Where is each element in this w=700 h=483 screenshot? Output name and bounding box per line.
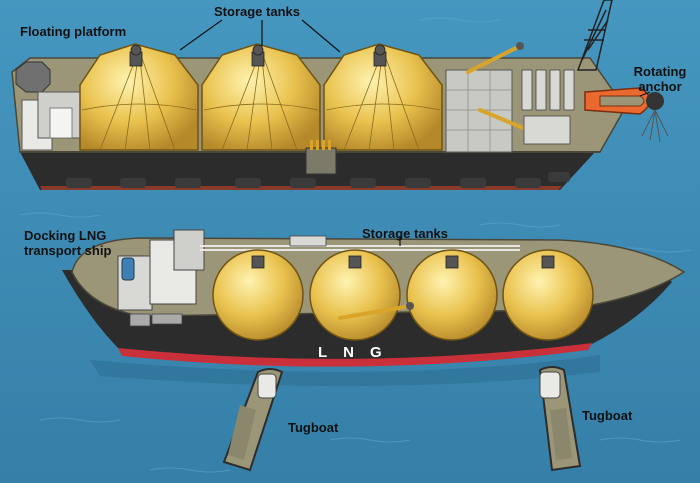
tugboat-right-graphic — [538, 366, 582, 472]
ship-tank-4 — [502, 249, 594, 341]
ship-tank-1 — [212, 249, 304, 341]
platform-manifold — [305, 140, 337, 175]
label-docking-ship-line2: transport ship — [24, 243, 112, 258]
label-storage-tanks-ship: Storage tanks — [362, 226, 448, 241]
ship-tank-3 — [406, 249, 498, 341]
rotating-anchor — [584, 87, 669, 143]
label-tugboat-right: Tugboat — [582, 408, 633, 423]
label-docking-ship-line1: Docking LNG — [24, 228, 107, 243]
helipad — [15, 61, 51, 93]
label-storage-tanks-platform: Storage tanks — [214, 4, 300, 19]
derrick-tower — [576, 0, 613, 71]
tugboat-left-graphic — [222, 368, 284, 472]
platform-equipment — [521, 69, 575, 145]
platform-storage-tanks — [79, 43, 443, 151]
label-floating-platform: Floating platform — [20, 24, 127, 39]
ship-storage-tanks — [212, 249, 594, 341]
label-rotating-anchor-line2: anchor — [638, 79, 682, 94]
platform-tank-3 — [323, 43, 443, 151]
leader-lines — [179, 19, 651, 246]
label-tugboat-left: Tugboat — [288, 420, 339, 435]
platform-pontoons — [66, 172, 570, 188]
platform-tank-2 — [201, 43, 321, 151]
label-rotating-anchor-line1: Rotating — [633, 64, 687, 79]
hull-lng-text: LNG — [318, 344, 398, 361]
floating-platform — [11, 0, 669, 190]
ship-tank-2 — [309, 249, 401, 341]
lng-ship — [62, 229, 686, 387]
platform-tank-1 — [79, 43, 199, 151]
label-rotating-anchor: Rotating anchor — [625, 64, 695, 94]
label-docking-ship: Docking LNG transport ship — [24, 228, 144, 258]
ship-funnel — [121, 257, 135, 281]
platform-cranes — [466, 44, 530, 132]
ship-superstructure — [117, 229, 205, 327]
